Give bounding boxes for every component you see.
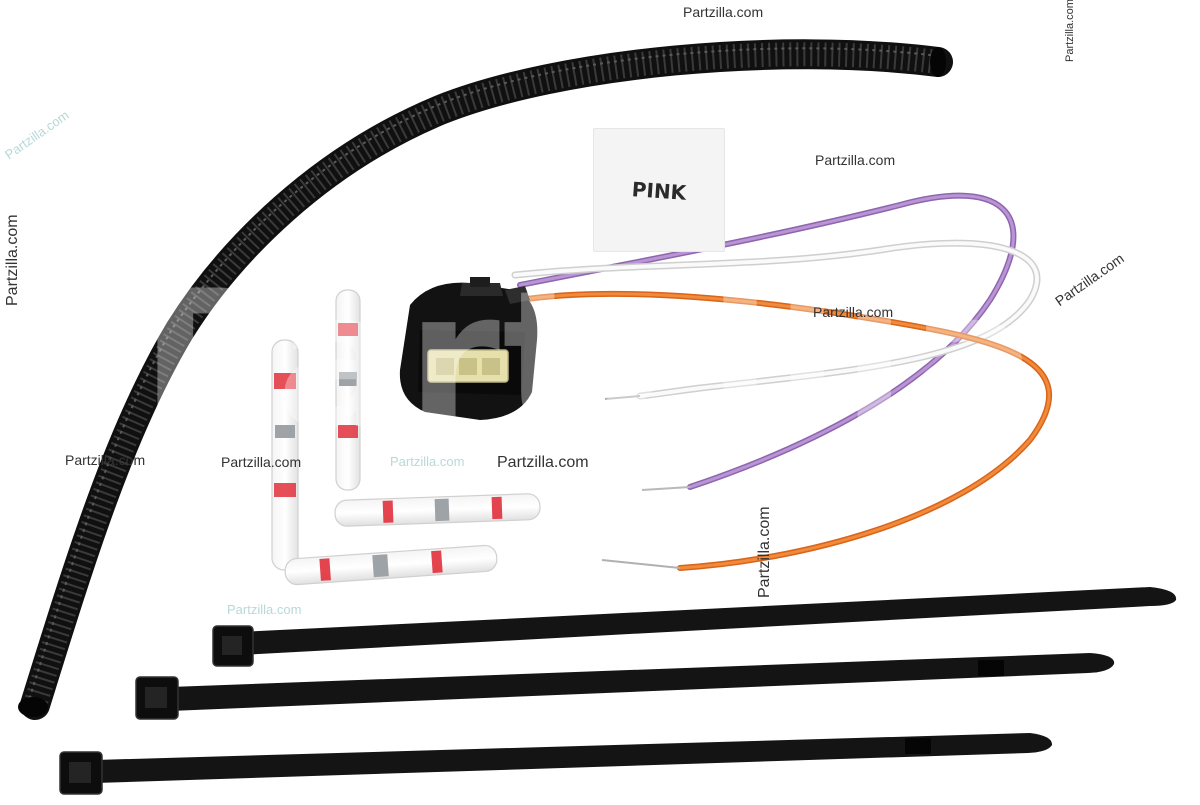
solder-sleeve-3 [334,493,541,527]
corrugated-conduit [18,39,953,720]
cable-tie-3 [59,733,1053,795]
watermark: Partzilla.com [227,602,302,617]
watermark: Partzilla.com [65,452,146,468]
color-tag-text: PINK [631,177,687,205]
watermark: Partzilla.com [813,304,894,320]
watermark: Partzilla.com [390,454,465,469]
wire-white [511,239,1041,400]
wire-purple [517,192,1017,491]
connector [399,277,538,420]
watermark: Partzilla.com [683,4,764,20]
watermark: Partzilla.com [221,454,302,470]
color-tag-label: PINK [593,128,725,252]
watermark: Partzilla.com [4,214,21,306]
watermark: Partzilla.com [815,152,896,168]
wire-orange [517,290,1053,571]
watermark: Partzilla.com [1064,0,1076,62]
watermark: Partzilla.com [497,454,589,471]
solder-sleeve-4 [284,544,498,586]
cable-tie-2 [135,653,1115,720]
cable-tie-1 [212,587,1177,667]
solder-sleeve-2 [335,289,361,491]
watermark: Partzilla.com [756,506,773,598]
